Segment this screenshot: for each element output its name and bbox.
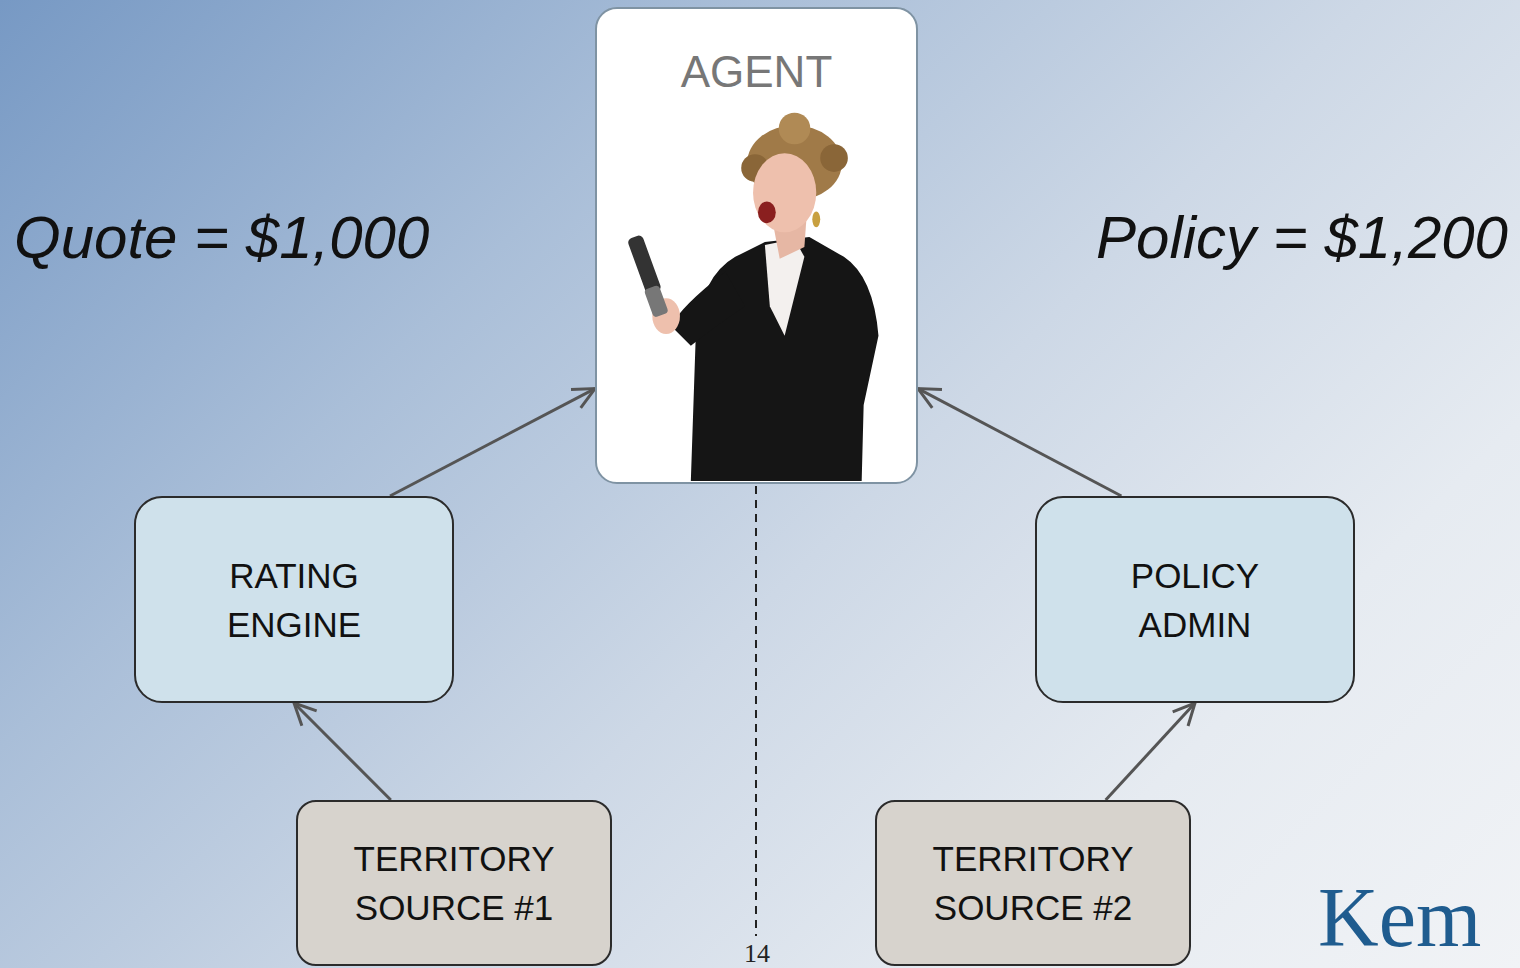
agent-card: AGENT xyxy=(595,7,918,484)
arrowhead xyxy=(918,389,942,408)
system-box: RATING ENGINE xyxy=(134,496,454,703)
box-label: TERRITORY SOURCE #1 xyxy=(334,834,574,932)
flow-arrow xyxy=(390,389,595,496)
hair-curl xyxy=(779,113,811,145)
connector-line xyxy=(918,389,1121,496)
system-box: POLICY ADMIN xyxy=(1035,496,1355,703)
page-number: 14 xyxy=(744,940,770,968)
quote-amount: Quote = $1,000 xyxy=(14,205,429,271)
box-label: POLICY ADMIN xyxy=(1095,551,1295,649)
flow-arrow xyxy=(1106,703,1195,800)
connector-line xyxy=(1106,703,1195,800)
flow-arrow xyxy=(294,703,391,800)
flow-arrow xyxy=(918,389,1121,496)
arrowhead xyxy=(1173,703,1195,726)
face xyxy=(753,153,816,232)
phone xyxy=(644,285,669,318)
connector-line xyxy=(294,703,391,800)
box-label: AGENT xyxy=(681,41,833,103)
arm xyxy=(671,272,745,346)
box-label: RATING ENGINE xyxy=(194,551,394,649)
source-box: TERRITORY SOURCE #1 xyxy=(296,800,612,966)
source-box: TERRITORY SOURCE #2 xyxy=(875,800,1191,966)
mouth xyxy=(758,202,776,224)
dashed-divider xyxy=(755,486,757,936)
box-label: TERRITORY SOURCE #2 xyxy=(913,834,1153,932)
jacket xyxy=(691,237,879,481)
logo-text: Kem xyxy=(1318,872,1481,964)
hair-curl xyxy=(820,144,848,172)
earring xyxy=(812,211,820,227)
arrowhead xyxy=(294,703,317,726)
connector-line xyxy=(390,389,595,496)
policy-amount: Policy = $1,200 xyxy=(1096,205,1508,271)
arrowhead xyxy=(571,389,595,408)
